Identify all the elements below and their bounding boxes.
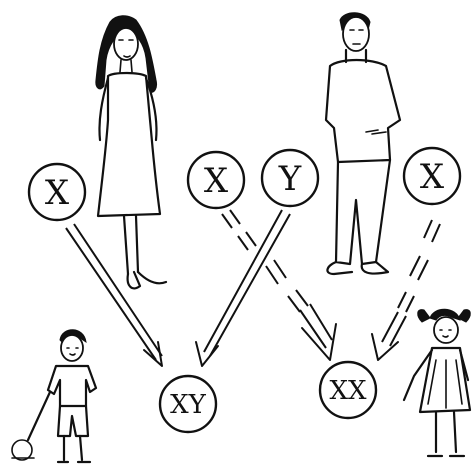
genotype-circle-son: XY — [160, 376, 216, 432]
son-figure — [12, 330, 96, 462]
chromosome-circle-father-second-x: X — [404, 148, 460, 204]
chromosome-label: X — [204, 161, 229, 201]
mother-figure — [96, 16, 166, 289]
chromosome-circle-mother-x: X — [29, 164, 85, 220]
arrows — [66, 210, 440, 366]
genotype-label: XX — [329, 376, 367, 406]
chromosome-label: Y — [278, 159, 302, 199]
chromosome-label: X — [420, 157, 445, 197]
genotype-label: XY — [170, 390, 207, 420]
chromosome-label: X — [45, 173, 70, 213]
genotype-circle-daughter: XX — [320, 362, 376, 418]
chromosome-circle-father-x: X — [188, 152, 244, 208]
daughter-figure — [404, 309, 470, 456]
chromosome-circle-father-y: Y — [262, 150, 318, 206]
father-figure — [326, 13, 400, 274]
